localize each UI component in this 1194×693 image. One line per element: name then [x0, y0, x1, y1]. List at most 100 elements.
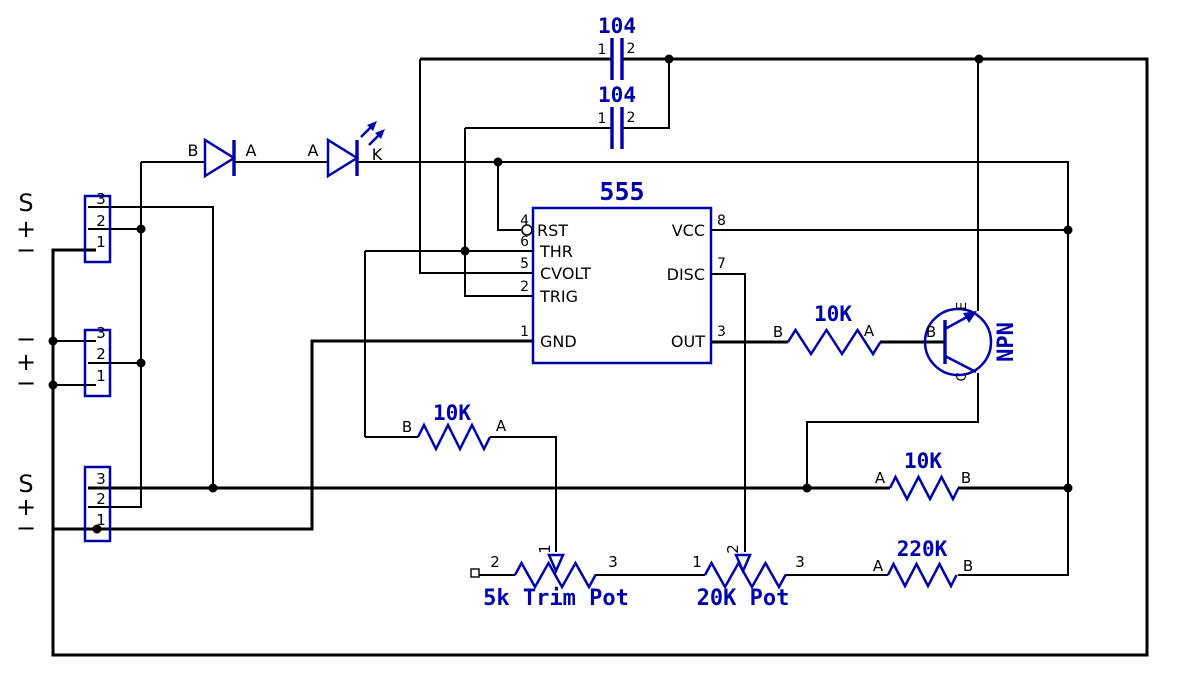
ic-pin-name: DISC [667, 265, 705, 284]
resistor-value: 220K [897, 537, 948, 561]
pin-number: 2 [627, 41, 636, 57]
ic-pin-name: VCC [672, 221, 705, 240]
transistor-terminal: C [955, 372, 970, 381]
pin-number: 1 [96, 511, 106, 529]
wire-pin2-bus [88, 162, 142, 508]
ic-pin-number: 2 [520, 279, 529, 295]
no-connect-square [470, 568, 480, 578]
led-terminal-label: A [308, 141, 319, 160]
wire-net [51, 57, 1149, 657]
wire-pin3-top [88, 206, 214, 488]
ic-pin-number: 5 [520, 256, 529, 272]
connector-label: S [18, 470, 33, 498]
connector-label: − [16, 369, 36, 397]
collector-lead [944, 354, 977, 374]
pin-number: 1 [96, 367, 106, 385]
resistor-value: 10K [433, 401, 471, 425]
ic-pin-number: 4 [520, 213, 529, 229]
pin-number: 3 [608, 553, 618, 571]
resistor-r2[interactable]: 10K B A [773, 302, 882, 357]
wire-disc [711, 273, 746, 552]
pin-number: 2 [96, 345, 106, 363]
emitter-arrowhead [963, 311, 977, 323]
led-terminal-label: K [372, 145, 383, 164]
connector-label: + [16, 215, 36, 243]
resistor-terminal: B [963, 557, 973, 575]
ic-pin-number: 1 [520, 324, 529, 340]
resistor-terminal: B [773, 323, 783, 341]
resistor-terminal: B [961, 469, 971, 487]
trim-pot-label: 5k Trim Pot [483, 586, 629, 611]
transistor-terminal: E [955, 302, 970, 310]
resistor-r4[interactable]: 220K A B [873, 537, 973, 589]
connector-label: S [18, 189, 33, 217]
wire-supply [141, 161, 1069, 230]
pin-number: 1 [598, 42, 607, 58]
resistor-r1[interactable]: 10K B A [402, 401, 507, 452]
wire-cvolt [419, 59, 533, 274]
pin-number: 1 [96, 233, 106, 251]
transistor-label: NPN [994, 322, 1019, 362]
junction-dots [48, 54, 1073, 534]
ic-pin-number: 3 [717, 324, 726, 340]
capacitor-1[interactable]: 104 1 2 [598, 14, 636, 80]
wire-ground-loop [51, 57, 1149, 657]
diode-terminal-label: A [246, 141, 257, 160]
transistor-npn[interactable]: B E C NPN [923, 302, 1019, 382]
pin-number: 2 [627, 110, 636, 126]
resistor-terminal: A [873, 557, 884, 575]
wire-mid-conn [53, 340, 96, 386]
wire-pullup-col [958, 230, 1069, 576]
connector-top[interactable]: 3 2 1 S + − [16, 189, 112, 264]
ic-pin-name: CVOLT [540, 264, 591, 283]
wire-trig [464, 59, 670, 297]
pin-number: 2 [490, 553, 500, 571]
diode-terminal-label: B [188, 141, 199, 160]
connector-label: + [16, 493, 36, 521]
connector-label: − [16, 514, 36, 542]
ic-pin-name: GND [540, 332, 577, 351]
pin-number: 1 [692, 553, 702, 571]
ic-pin-number: 6 [520, 234, 529, 250]
pin-number: 3 [795, 553, 805, 571]
pot-wiper-arrow [734, 553, 752, 575]
trim-pot-wiper-arrow [547, 553, 565, 575]
ic-pin-number: 7 [717, 256, 726, 272]
pin-number: 2 [724, 544, 742, 554]
pot-label: 20K Pot [697, 586, 790, 611]
ic-555[interactable]: 555 RST THR CVOLT TRIG GND 4 6 5 2 1 VCC… [520, 177, 726, 365]
capacitor-value: 104 [598, 83, 636, 107]
transistor-terminal: B [926, 323, 936, 341]
wire-r1-leads [365, 436, 557, 552]
trim-pot[interactable]: 2 1 3 5k Trim Pot [470, 544, 629, 611]
diode[interactable]: B A [188, 137, 257, 179]
pin-number: 2 [96, 212, 106, 230]
ic-pin-name: RST [537, 221, 568, 240]
ic-label: 555 [599, 177, 644, 206]
connector-bottom[interactable]: 3 2 1 S + − [16, 465, 112, 543]
wire-gnd-branch [53, 339, 533, 531]
pot-20k[interactable]: 1 2 3 20K Pot [692, 544, 805, 611]
pin-number: 3 [96, 470, 106, 488]
connector-middle[interactable]: 3 2 1 − + − [16, 324, 112, 398]
connector-label: − [16, 236, 36, 264]
resistor-terminal: B [402, 418, 412, 436]
pin-number: 3 [96, 324, 106, 342]
pin-number: 1 [598, 111, 607, 127]
pin-number: 3 [96, 190, 106, 208]
resistor-r3[interactable]: 10K A B [875, 449, 971, 502]
wire-rst [497, 162, 521, 231]
capacitor-2[interactable]: 104 1 2 [598, 83, 636, 149]
ic-pin-name: THR [539, 242, 573, 261]
rst-inversion-bubble [521, 224, 533, 236]
connector-label: + [16, 348, 36, 376]
wire-thr [364, 250, 533, 437]
pin-number: 2 [96, 490, 106, 508]
resistor-terminal: A [864, 322, 875, 340]
resistor-value: 10K [814, 302, 852, 326]
resistor-value: 10K [904, 449, 942, 473]
led[interactable]: A K [308, 121, 385, 179]
wire-transistor [806, 59, 979, 488]
connector-label: − [16, 325, 36, 353]
